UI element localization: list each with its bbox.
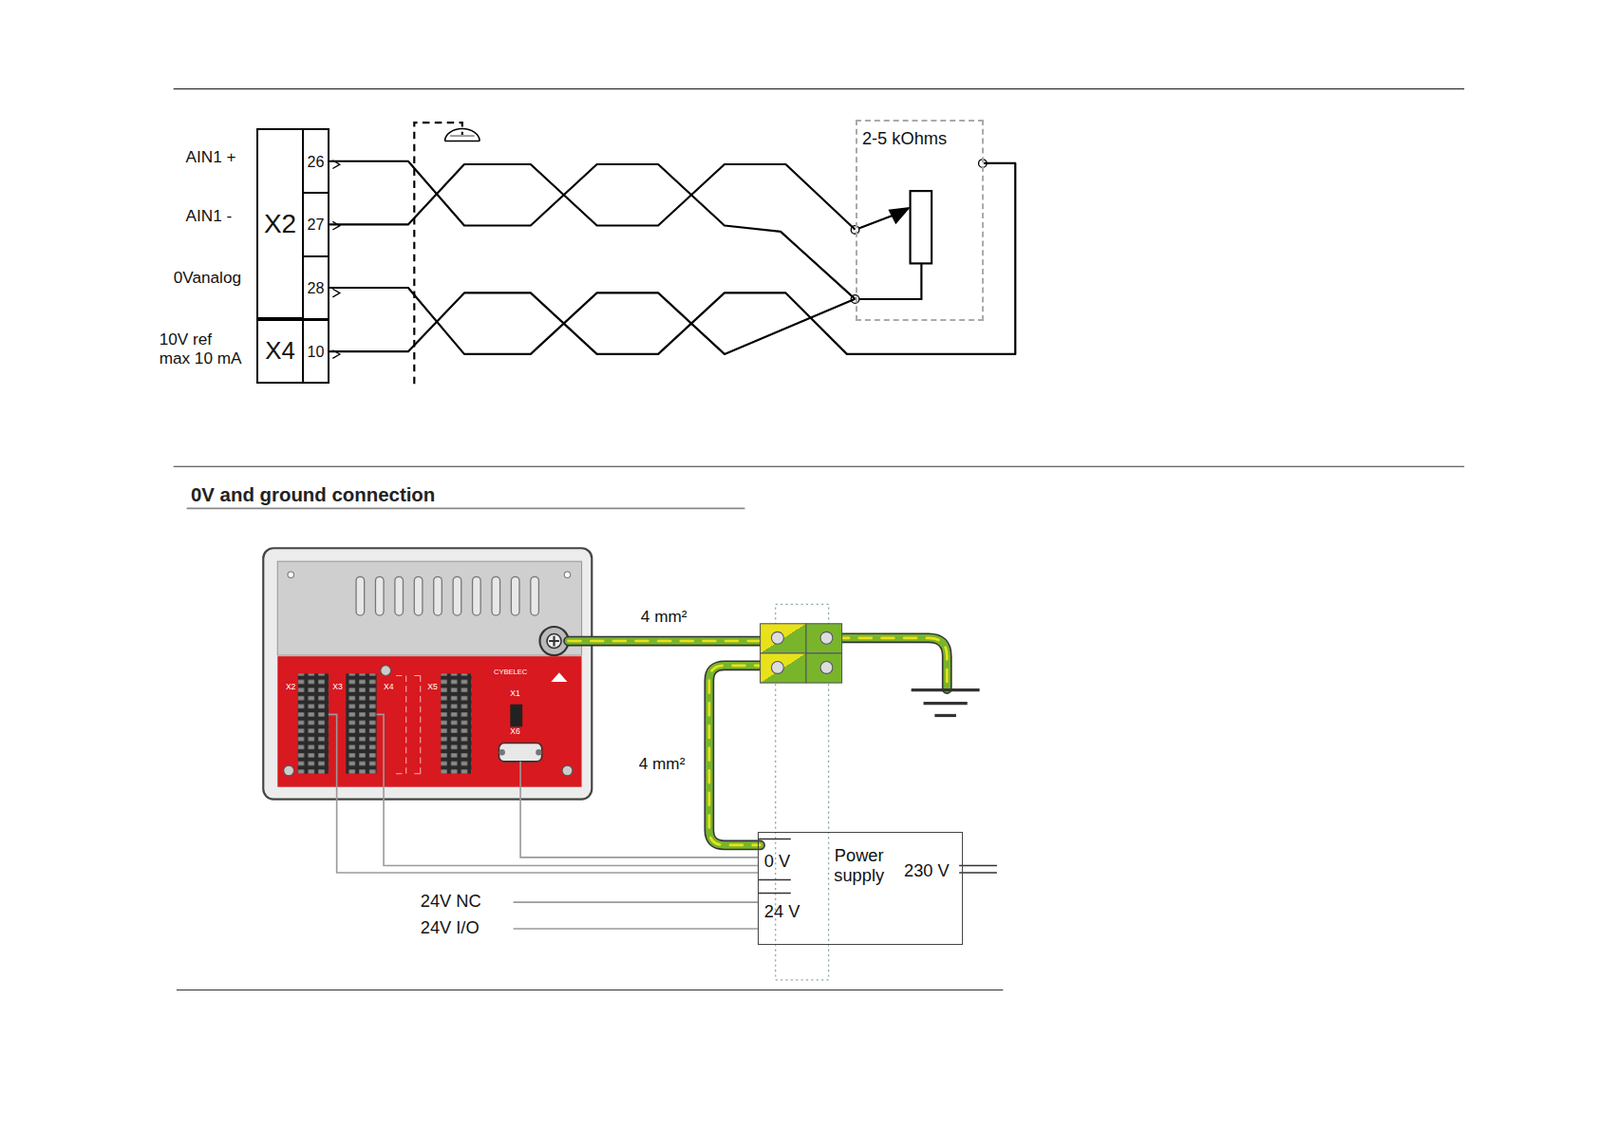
controller-unit <box>263 547 592 799</box>
potentiometer-box: 2-5 kOhms <box>855 119 984 322</box>
signal-name: AIN1 + <box>186 148 237 168</box>
connector-label: X2 <box>285 682 297 693</box>
node-text: 27 <box>307 215 325 234</box>
connector-label: X1 <box>509 689 521 699</box>
connector-label: X4 <box>383 682 395 693</box>
x6-port <box>498 742 542 761</box>
potentiometer-symbol <box>850 159 987 304</box>
pin-number: 28 <box>301 255 330 321</box>
signal-name: 10V ref max 10 mA <box>159 330 245 369</box>
vent-slot <box>530 576 540 616</box>
node-text: 28 <box>307 279 325 298</box>
pin-number: 26 <box>301 128 330 194</box>
wire <box>329 164 855 230</box>
wire <box>329 161 855 300</box>
vent-slot <box>375 576 384 616</box>
connector-label: X5 <box>427 682 438 693</box>
vent-slot <box>395 576 404 616</box>
node-text: 10 <box>307 342 325 361</box>
x2-connector <box>298 673 329 773</box>
wire-size: 4 mm² <box>639 754 686 774</box>
ground-symbol <box>911 690 980 716</box>
wire-size: 4 mm² <box>640 607 688 627</box>
node-text: 2-5 kOhms <box>862 128 980 149</box>
connector-label: CYBELEC <box>493 668 528 678</box>
vent-slot <box>472 576 482 616</box>
node-text: 26 <box>307 152 325 171</box>
page-rule <box>173 89 1465 991</box>
vent-slot <box>510 576 520 616</box>
node-text: X4 <box>264 337 296 366</box>
vent-slot <box>414 576 423 616</box>
vent-slot <box>433 576 443 616</box>
section-heading: 0V and ground connection <box>190 484 435 507</box>
pin-mark <box>332 160 340 358</box>
vent-slot <box>452 576 462 616</box>
node-text: Power supply <box>818 845 901 885</box>
x5-connector <box>440 673 471 773</box>
psu-terminal <box>757 838 997 893</box>
connector-label: X6 <box>509 727 521 737</box>
node-subtext: 230 V <box>903 860 960 881</box>
supply-name: 24V NC <box>420 890 482 911</box>
x1-jumper <box>509 704 523 728</box>
vent-slots <box>356 576 539 616</box>
signal-name: AIN1 - <box>186 207 233 226</box>
earth-wire <box>568 638 948 846</box>
wire <box>329 163 1016 355</box>
x3-connector <box>345 673 377 773</box>
power-supply-box: Power supply 0 V 24 V 230 V <box>757 831 963 945</box>
front-panel <box>277 656 582 788</box>
0v-wire <box>328 714 758 929</box>
node-subtext: 24 V <box>764 901 810 922</box>
supply-name: 24V I/O <box>420 917 480 938</box>
node-subtext: 0 V <box>764 850 806 871</box>
pin-number: 10 <box>301 319 330 384</box>
terminal-block: X4 <box>256 319 305 384</box>
logo-mark <box>550 672 567 682</box>
connector-label: X3 <box>332 682 343 693</box>
earth-terminal <box>760 623 843 683</box>
terminal-block: X2 <box>256 128 305 320</box>
signal-name: 0Vanalog <box>173 268 242 288</box>
vent-slot <box>356 576 365 616</box>
shield-ground-symbol <box>445 129 481 142</box>
wire <box>329 287 855 355</box>
pin-number: 27 <box>301 191 330 258</box>
node-text: X2 <box>263 208 297 240</box>
vent-slot <box>491 576 501 616</box>
